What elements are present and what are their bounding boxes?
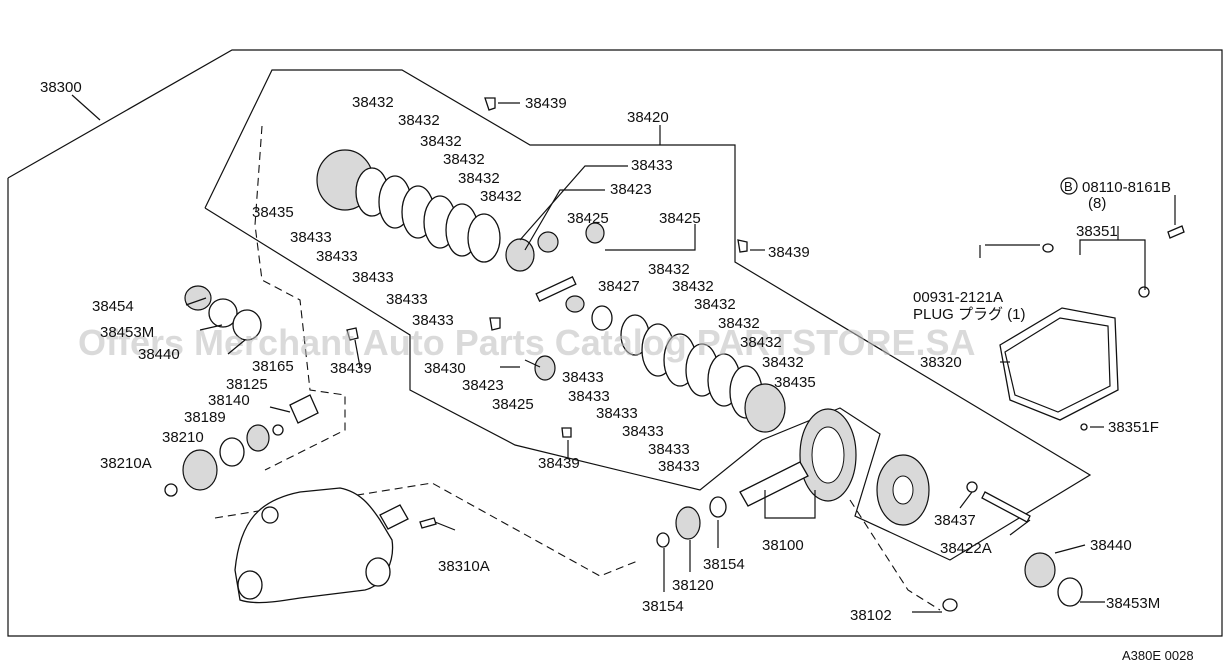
dashed-pinion-group: [849, 499, 941, 611]
side-gear-stack-lower: [534, 314, 786, 433]
watermark: Offers Merchant Auto Parts Catalog PARTS…: [78, 322, 975, 363]
label-38440-right[interactable]: 38440: [1090, 537, 1132, 554]
label-38422a[interactable]: 38422A: [940, 540, 992, 557]
label-38433-f[interactable]: 38433: [412, 312, 454, 329]
label-plug: PLUG プラグ (1): [913, 306, 1026, 323]
part-labels: 38432 38432 38432 38432 38432 38432 3843…: [92, 94, 1171, 624]
label-38423-b[interactable]: 38423: [462, 377, 504, 394]
label-38432-l[interactable]: 38432: [762, 354, 804, 371]
label-38432-i[interactable]: 38432: [694, 296, 736, 313]
pinion-bearing-parts: [164, 394, 319, 497]
label-38432-d[interactable]: 38432: [443, 151, 485, 168]
label-38432-a[interactable]: 38432: [352, 94, 394, 111]
label-38433-e[interactable]: 38433: [386, 291, 428, 308]
label-38433-k[interactable]: 38433: [648, 441, 690, 458]
label-38433-g[interactable]: 38433: [562, 369, 604, 386]
label-38439-b[interactable]: 38439: [768, 244, 810, 261]
label-38433-j[interactable]: 38433: [622, 423, 664, 440]
label-38351f[interactable]: 38351F: [1108, 419, 1159, 436]
label-38433-b[interactable]: 38433: [290, 229, 332, 246]
label-38432-e[interactable]: 38432: [458, 170, 500, 187]
label-38432-g[interactable]: 38432: [648, 261, 690, 278]
label-38433-a[interactable]: 38433: [631, 157, 673, 174]
label-38439-d[interactable]: 38439: [538, 455, 580, 472]
label-38439-a[interactable]: 38439: [525, 95, 567, 112]
label-38154-a[interactable]: 38154: [703, 556, 745, 573]
label-38320[interactable]: 38320: [920, 354, 962, 371]
label-38440-left[interactable]: 38440: [138, 346, 180, 363]
dashed-side-bearing-group: [254, 125, 346, 471]
label-38300[interactable]: 38300: [40, 79, 82, 96]
label-38423-a[interactable]: 38423: [610, 181, 652, 198]
label-38433-d[interactable]: 38433: [352, 269, 394, 286]
label-38453m-left[interactable]: 38453M: [100, 324, 154, 341]
label-38189[interactable]: 38189: [184, 409, 226, 426]
label-38453m-right[interactable]: 38453M: [1106, 595, 1160, 612]
label-38432-c[interactable]: 38432: [420, 133, 462, 150]
label-38435-b[interactable]: 38435: [774, 374, 816, 391]
label-38432-j[interactable]: 38432: [718, 315, 760, 332]
label-38425-a[interactable]: 38425: [567, 210, 609, 227]
label-38125[interactable]: 38125: [226, 376, 268, 393]
figure-code: A380E 0028: [1122, 648, 1194, 663]
label-38430[interactable]: 38430: [424, 360, 466, 377]
label-38102[interactable]: 38102: [850, 607, 892, 624]
label-38210a[interactable]: 38210A: [100, 455, 152, 472]
label-38454[interactable]: 38454: [92, 298, 134, 315]
label-38433-c[interactable]: 38433: [316, 248, 358, 265]
side-bearing-left: [184, 285, 262, 341]
label-00931-2121a[interactable]: 00931-2121A: [913, 289, 1003, 306]
leader-lines: [185, 102, 1176, 613]
label-38432-b[interactable]: 38432: [398, 112, 440, 129]
label-38432-f[interactable]: 38432: [480, 188, 522, 205]
rear-cover: [999, 225, 1185, 431]
label-38210[interactable]: 38210: [162, 429, 204, 446]
label-38435-a[interactable]: 38435: [252, 204, 294, 221]
side-bearing-right: [1024, 552, 1083, 607]
clip-icons: [346, 97, 748, 438]
label-38432-k[interactable]: 38432: [740, 334, 782, 351]
diff-case-outline: [204, 69, 1092, 561]
side-gear-stack-upper: [316, 149, 535, 272]
label-38100[interactable]: 38100: [762, 537, 804, 554]
label-38432-h[interactable]: 38432: [672, 278, 714, 295]
leader-38300: [71, 94, 101, 121]
label-bolt-qty: (8): [1088, 195, 1106, 212]
label-38433-h[interactable]: 38433: [568, 388, 610, 405]
differential-case: [876, 454, 1031, 612]
label-38427[interactable]: 38427: [598, 278, 640, 295]
label-38433-l[interactable]: 38433: [658, 458, 700, 475]
label-38165[interactable]: 38165: [252, 358, 294, 375]
label-38437[interactable]: 38437: [934, 512, 976, 529]
label-38351[interactable]: 38351: [1076, 223, 1118, 240]
label-38433-i[interactable]: 38433: [596, 405, 638, 422]
svg-text:B: B: [1064, 179, 1073, 194]
label-38425-b[interactable]: 38425: [659, 210, 701, 227]
label-38120[interactable]: 38120: [672, 577, 714, 594]
label-38310a[interactable]: 38310A: [438, 558, 490, 575]
label-38154-b[interactable]: 38154: [642, 598, 684, 615]
label-08110-8161b[interactable]: 08110-8161B: [1082, 179, 1171, 196]
carrier-housing: [234, 487, 437, 604]
label-38425-c[interactable]: 38425: [492, 396, 534, 413]
label-38439-c[interactable]: 38439: [330, 360, 372, 377]
assembly-outline: [7, 49, 1223, 637]
bolt-ref-marker: B: [1060, 177, 1078, 195]
label-38420[interactable]: 38420: [627, 109, 669, 126]
pinion-mate-shaft: [535, 222, 613, 331]
ring-and-pinion-gear: [656, 408, 857, 548]
label-38140[interactable]: 38140: [208, 392, 250, 409]
